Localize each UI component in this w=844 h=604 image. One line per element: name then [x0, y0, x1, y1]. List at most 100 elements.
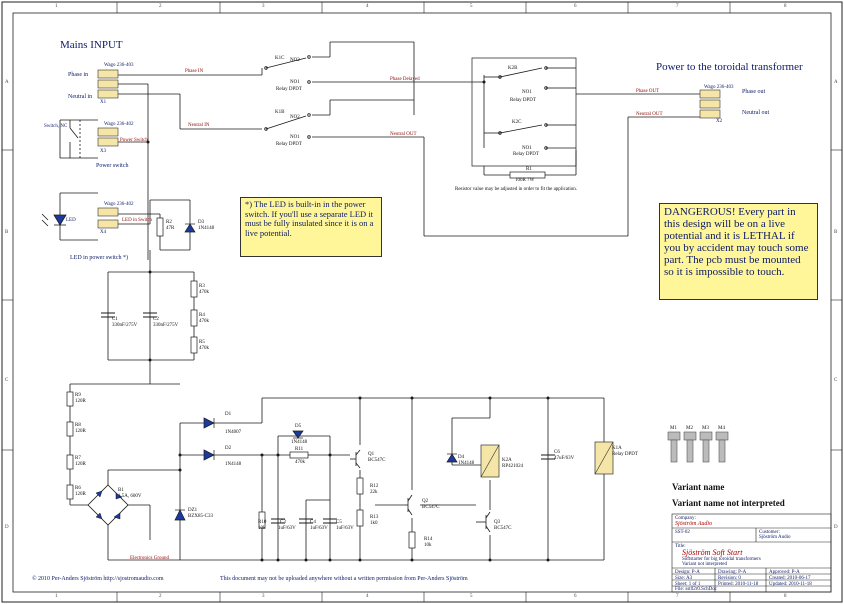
c6-capacitor	[541, 454, 555, 460]
net-phase-delayed: Phase Delayed	[390, 77, 420, 82]
col-label-1: 1	[55, 4, 58, 9]
tb-approved: Approved: P-A	[769, 570, 800, 575]
q3-label: Q3	[494, 520, 501, 525]
r7-value: 120R	[75, 462, 86, 467]
tb-customer: Sjöström Audio	[759, 535, 791, 540]
row-label-b: B	[5, 230, 9, 235]
c2-label: C2	[153, 317, 159, 322]
r7-resistor	[66, 454, 74, 470]
resistor-note: Resistor value may be adjusted in order …	[455, 187, 578, 192]
q1-value: BC547C	[368, 458, 386, 463]
r9-label: R9	[75, 393, 81, 398]
col-label-6-bottom: 6	[574, 594, 577, 599]
col-label-3: 3	[262, 4, 265, 9]
neutral-in-label: Neutral in	[68, 94, 93, 100]
k2b-type: Relay DPDT	[510, 98, 536, 103]
k1c-type: Relay DPDT	[276, 87, 302, 92]
tb-subtitle1: Softstarter for big toroidal transformer…	[682, 557, 761, 562]
x1-terminal-block	[97, 69, 119, 99]
tb-customer-label: Customer:	[759, 530, 780, 535]
row-label-a: A	[5, 80, 9, 85]
net-phase-in: Phase IN	[185, 69, 204, 74]
r9-value: 120R	[75, 399, 86, 404]
tb-design: Design: P-A	[675, 570, 700, 575]
x3-terminal-block	[97, 127, 119, 147]
k2b-no1: NO1	[522, 90, 532, 95]
b1-bridge	[95, 490, 123, 520]
k1c-contact	[264, 55, 311, 84]
r3-resistor	[190, 280, 198, 298]
r13-label: R13	[370, 515, 379, 520]
tb-created: Created: 2010-06-17	[769, 576, 811, 581]
c5-label: C5	[336, 520, 342, 525]
copyright: © 2010 Per-Anders Sjöström http://sjostr…	[32, 576, 164, 582]
k2b-label: K2B	[508, 66, 518, 71]
c3-value: 1uF/63V	[278, 526, 296, 531]
c3-label: C3	[280, 520, 286, 525]
r4-value: 470k	[199, 319, 209, 324]
tb-title-label: Title:	[675, 544, 686, 549]
r2-resistor	[156, 217, 164, 237]
wago-x2-label: Wago 236-403	[704, 85, 734, 90]
tb-company-label: Company:	[675, 516, 696, 521]
r4-resistor	[190, 309, 198, 327]
x4-terminal-block	[97, 207, 119, 229]
x2-terminal-block	[699, 89, 721, 119]
dz1-zener	[174, 509, 186, 521]
k1b-type: Relay DPDT	[276, 142, 302, 147]
d5-diode	[292, 430, 304, 439]
led-symbol	[41, 213, 67, 227]
mains-input-title: Mains INPUT	[60, 39, 123, 51]
variant-name: Variant name	[672, 482, 725, 492]
tb-size: Size: A3	[675, 576, 693, 581]
col-label-8: 8	[784, 4, 787, 9]
q3-transistor	[476, 511, 491, 533]
r8-label: R8	[75, 423, 81, 428]
tb-company: Sjöström Audio	[675, 521, 713, 527]
r12-value: 22k	[370, 490, 378, 495]
col-label-6: 6	[574, 4, 577, 9]
col-label-5-bottom: 5	[470, 594, 473, 599]
x4-label: X4	[100, 230, 107, 235]
q2-transistor	[404, 494, 413, 516]
d4-diode	[446, 453, 458, 463]
r8-value: 120R	[75, 429, 86, 434]
net-led-in-switch: LED in Switch	[122, 218, 152, 223]
power-switch-label: Power switch	[96, 163, 129, 169]
r12-resistor	[356, 477, 364, 495]
col-label-7-bottom: 7	[676, 594, 679, 599]
row-label-b-right: B	[834, 230, 838, 235]
r12-label: R12	[370, 484, 379, 489]
c5-capacitor	[323, 518, 337, 524]
col-label-3-bottom: 3	[262, 594, 265, 599]
r3-label: R3	[199, 284, 205, 289]
r1-label: R1	[526, 167, 532, 172]
d4-value: 1N4148	[458, 461, 475, 466]
k2c-contact	[498, 123, 576, 150]
wago-x3-label: Wago 236-402	[104, 122, 134, 127]
k1a-relay-coil	[594, 441, 614, 475]
mounting-holes	[667, 431, 729, 463]
k2c-label: K2C	[512, 120, 522, 125]
x2-label: X2	[716, 119, 723, 124]
b1-value: 1.5A, 600V	[118, 494, 142, 499]
net-neutral-out-2: Neutral OUT	[636, 112, 663, 117]
r11-resistor	[289, 451, 309, 459]
col-label-1-bottom: 1	[55, 594, 58, 599]
k1c-label: K1C	[275, 56, 285, 61]
c4-capacitor	[299, 518, 313, 524]
col-label-5: 5	[470, 4, 473, 9]
d3-value: 1N4148	[198, 226, 215, 231]
row-label-a-right: A	[834, 80, 838, 85]
k1a-label: K1A	[612, 446, 622, 451]
r4-label: R4	[199, 313, 205, 318]
d3-label: D3	[198, 220, 205, 225]
tb-doc-no: SST-02	[675, 530, 690, 535]
col-label-8-bottom: 8	[784, 594, 787, 599]
r2-label: R2	[166, 220, 172, 225]
k1b-no1: NO1	[290, 135, 300, 140]
row-label-d-right: D	[834, 525, 838, 530]
r11-value: 470k	[295, 460, 305, 465]
x1-label: X1	[100, 100, 107, 105]
